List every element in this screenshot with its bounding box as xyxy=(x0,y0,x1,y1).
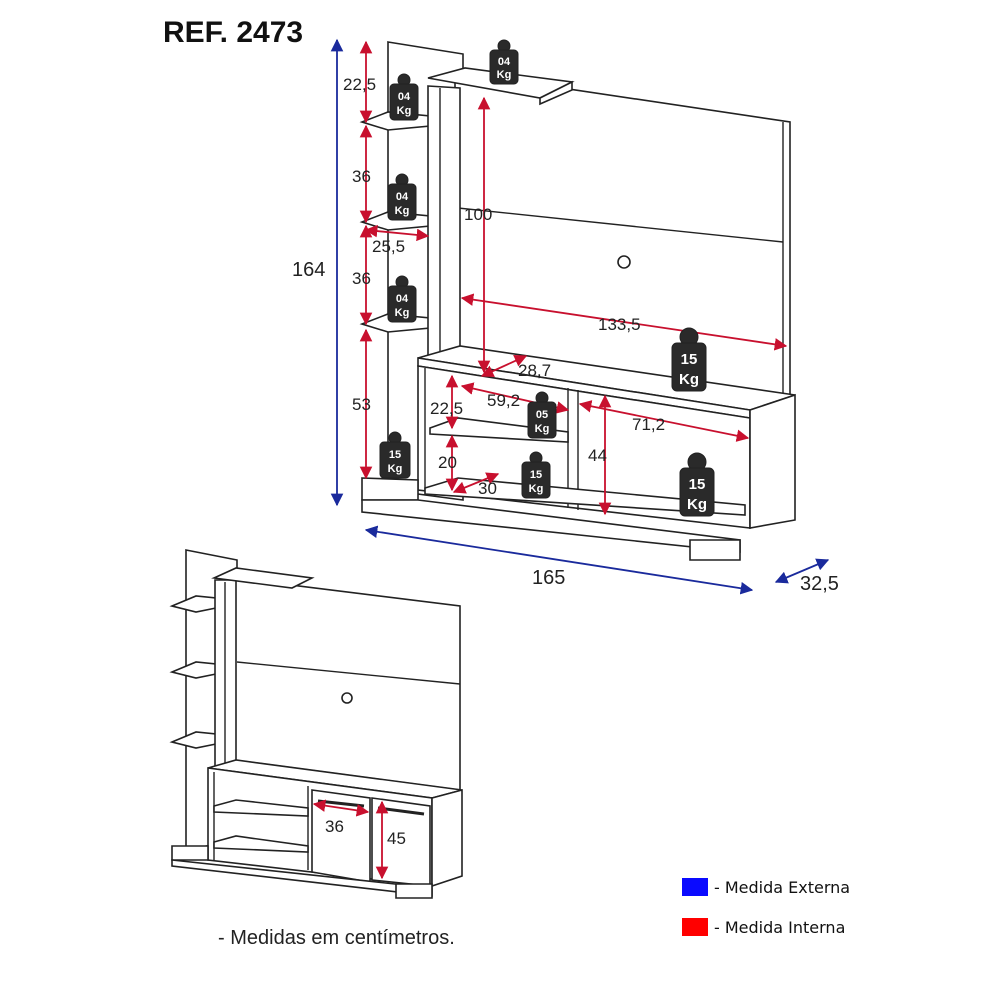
svg-text:15: 15 xyxy=(681,351,698,368)
niche-bottom-label: 20 xyxy=(438,453,457,472)
svg-text:15: 15 xyxy=(389,449,401,461)
front-upright xyxy=(427,85,461,361)
left-shelf-2-label: 36 xyxy=(352,167,371,186)
height-label: 164 xyxy=(292,259,325,281)
legend: - Medida Externa - Medida Interna xyxy=(682,878,850,937)
left-shelf-depth-label: 25,5 xyxy=(372,237,405,256)
legend-label-internal: - Medida Interna xyxy=(714,918,845,937)
secondary-drawing xyxy=(169,549,463,899)
rack-depth-label: 28,7 xyxy=(518,361,551,380)
units-note: - Medidas em centímetros. xyxy=(218,927,455,949)
secondary-back-panel xyxy=(233,577,461,791)
width-label: 165 xyxy=(532,567,565,589)
left-shelf-3-label: 36 xyxy=(352,269,371,288)
weight-badge-left-shelf-3: 04 Kg xyxy=(387,275,417,323)
svg-text:Kg: Kg xyxy=(388,463,403,475)
legend-swatch-external xyxy=(682,878,708,896)
weight-badge-niche-shelf: 05 Kg xyxy=(527,391,557,439)
niche-depth-label: 30 xyxy=(478,479,497,498)
svg-text:Kg: Kg xyxy=(395,205,410,217)
weight-badge-left-shelf-2: 04 Kg xyxy=(387,173,417,221)
door-height-label: 44 xyxy=(588,446,607,465)
svg-text:04: 04 xyxy=(396,191,409,203)
legend-swatch-internal xyxy=(682,918,708,936)
left-bottom-label: 53 xyxy=(352,395,371,414)
door-open-width-label: 36 xyxy=(325,817,344,836)
weight-badge-niche-bottom: 15 Kg xyxy=(521,451,551,499)
legend-label-external: - Medida Externa xyxy=(714,878,850,897)
width-dimension-line xyxy=(364,525,754,595)
panel-height-label: 100 xyxy=(464,205,492,224)
panel-width-label: 133,5 xyxy=(598,315,641,334)
svg-text:Kg: Kg xyxy=(395,307,410,319)
svg-text:Kg: Kg xyxy=(679,371,699,388)
rack-side xyxy=(749,393,796,529)
niche-width-label: 59,2 xyxy=(487,391,520,410)
cable-hole xyxy=(617,255,631,269)
left-base xyxy=(361,477,419,501)
depth-dimension-line xyxy=(774,558,830,584)
niche-top-label: 22,5 xyxy=(430,399,463,418)
svg-text:04: 04 xyxy=(398,91,411,103)
svg-text:15: 15 xyxy=(689,476,706,493)
door-open-height-label: 45 xyxy=(387,829,406,848)
door-width-label: 71,2 xyxy=(632,415,665,434)
svg-text:15: 15 xyxy=(530,469,542,481)
svg-text:Kg: Kg xyxy=(397,105,412,117)
svg-text:Kg: Kg xyxy=(497,69,512,81)
depth-label: 32,5 xyxy=(800,573,839,595)
ref-title: REF. 2473 xyxy=(163,16,303,49)
svg-text:Kg: Kg xyxy=(687,496,707,513)
weight-badge-left-bottom: 15 Kg xyxy=(379,431,411,479)
weight-badge-top-shelf: 04 Kg xyxy=(489,39,519,85)
weight-badge-door-compartment: 15 Kg xyxy=(679,452,715,517)
main-drawing xyxy=(359,41,796,561)
left-shelf-1-label: 22,5 xyxy=(343,75,376,94)
svg-text:Kg: Kg xyxy=(535,423,550,435)
svg-text:Kg: Kg xyxy=(529,483,544,495)
weight-badge-left-shelf-1: 04 Kg xyxy=(389,73,419,121)
weight-badge-rack-top: 15 Kg xyxy=(671,327,707,392)
svg-text:05: 05 xyxy=(536,409,548,421)
svg-text:04: 04 xyxy=(396,293,409,305)
svg-text:04: 04 xyxy=(498,56,511,68)
